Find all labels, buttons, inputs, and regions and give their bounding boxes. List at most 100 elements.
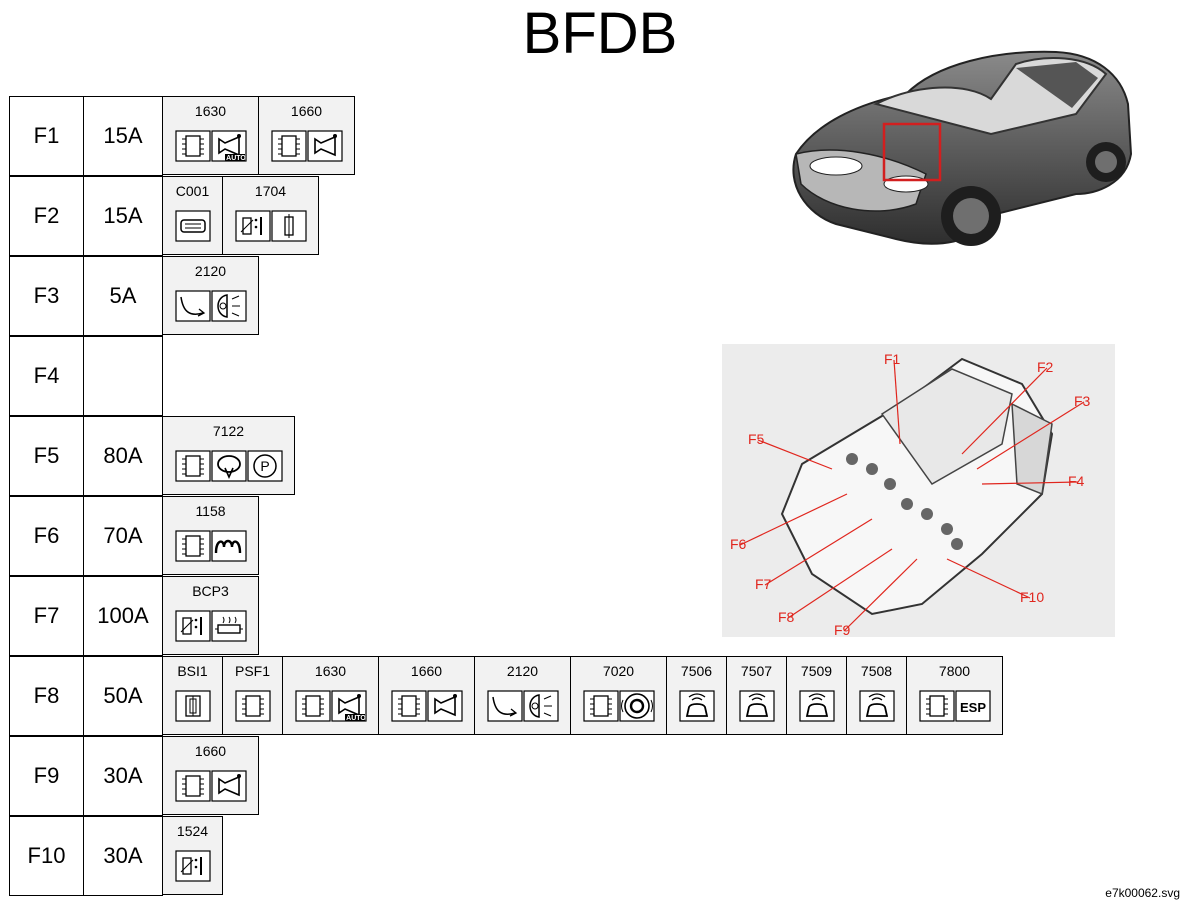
component-icons: AUTO xyxy=(283,687,378,725)
leader-line xyxy=(757,439,833,470)
fuse-rating: 30A xyxy=(83,816,163,896)
fuse-id: F10 xyxy=(9,816,83,896)
ecu-icon xyxy=(390,690,427,722)
detail-label-f2: F2 xyxy=(1037,359,1054,375)
component-code: 1660 xyxy=(290,103,323,119)
leader-line xyxy=(961,367,1048,455)
component-code: 2120 xyxy=(194,263,227,279)
component-icons xyxy=(667,687,726,725)
sensor-fr-icon xyxy=(858,690,895,722)
component-1660: 1660 xyxy=(259,96,355,175)
component-code: PSF1 xyxy=(234,663,270,679)
file-name: e7k00062.svg xyxy=(1105,886,1180,900)
leader-line xyxy=(893,359,901,445)
location-highlight xyxy=(882,122,942,182)
component-icons xyxy=(727,687,786,725)
component-code: 7122 xyxy=(212,423,245,439)
component-c001: C001 xyxy=(163,176,223,255)
leader-line xyxy=(981,481,1079,485)
component-icons xyxy=(163,847,222,885)
component-icons xyxy=(163,527,258,565)
component-icons xyxy=(847,687,906,725)
fuse-id: F5 xyxy=(9,416,83,496)
headlamp-adjust-icon xyxy=(486,690,523,722)
component-icons xyxy=(163,207,222,245)
component-code: BCP3 xyxy=(192,583,229,599)
fuse-id: F9 xyxy=(9,736,83,816)
page-title: BFDB xyxy=(522,1,678,66)
fuse-icon xyxy=(270,210,307,242)
leader-line xyxy=(843,558,918,632)
detail-label-f3: F3 xyxy=(1074,393,1091,409)
horn-icon xyxy=(426,690,463,722)
component-code: 2120 xyxy=(506,663,539,679)
fuse-box-icon xyxy=(174,690,211,722)
component-code: 7508 xyxy=(860,663,893,679)
horn-icon xyxy=(210,770,247,802)
component-icons xyxy=(571,687,666,725)
ecu-icon xyxy=(234,690,271,722)
park-icon: P xyxy=(246,450,283,482)
headlamp-icon xyxy=(522,690,559,722)
component-psf1: PSF1 xyxy=(223,656,283,735)
fuse-rating: 80A xyxy=(83,416,163,496)
fuse-id: F8 xyxy=(9,656,83,736)
component-7506: 7506 xyxy=(667,656,727,735)
fuse-rating: 30A xyxy=(83,736,163,816)
steering-icon xyxy=(210,450,247,482)
leader-line xyxy=(976,401,1085,470)
sensor-fl-icon xyxy=(678,690,715,722)
horn-auto-icon: AUTO xyxy=(330,690,367,722)
diag-socket-icon xyxy=(174,210,211,242)
fuse-id: F6 xyxy=(9,496,83,576)
component-icons xyxy=(259,127,354,165)
ecu-icon xyxy=(174,770,211,802)
ecu-icon xyxy=(582,690,619,722)
sensor-rear-icon xyxy=(798,690,835,722)
fuse-rating: 15A xyxy=(83,96,163,176)
component-2120: 2120 xyxy=(163,256,259,335)
fuse-rating: 50A xyxy=(83,656,163,736)
svg-text:AUTO: AUTO xyxy=(346,715,366,722)
component-icons xyxy=(163,687,222,725)
component-1660: 1660 xyxy=(379,656,475,735)
component-7509: 7509 xyxy=(787,656,847,735)
component-icons xyxy=(223,687,282,725)
component-code: 7507 xyxy=(740,663,773,679)
component-1704: 1704 xyxy=(223,176,319,255)
component-7020: 7020 xyxy=(571,656,667,735)
fuse-rating: 5A xyxy=(83,256,163,336)
component-icons: P xyxy=(163,447,294,485)
component-code: 1630 xyxy=(314,663,347,679)
component-code: 1660 xyxy=(410,663,443,679)
fuse-id: F3 xyxy=(9,256,83,336)
component-icons: ESP xyxy=(907,687,1002,725)
fuse-id: F1 xyxy=(9,96,83,176)
component-icons: AUTO xyxy=(163,127,258,165)
ecu-icon xyxy=(174,450,211,482)
car-illustration xyxy=(792,50,1133,246)
component-icons xyxy=(163,767,258,805)
headlamp-icon xyxy=(210,290,247,322)
component-code: 7506 xyxy=(680,663,713,679)
component-bsi1: BSI1 xyxy=(163,656,223,735)
component-7508: 7508 xyxy=(847,656,907,735)
component-icons xyxy=(787,687,846,725)
ecu-icon xyxy=(918,690,955,722)
svg-text:AUTO: AUTO xyxy=(226,155,246,162)
esp-icon: ESP xyxy=(954,690,991,722)
relay-icon xyxy=(174,610,211,642)
detail-label-f4: F4 xyxy=(1068,473,1085,489)
component-1158: 1158 xyxy=(163,496,259,575)
component-icons xyxy=(163,287,258,325)
leader-line xyxy=(946,558,1031,599)
component-code: 7020 xyxy=(602,663,635,679)
horn-auto-icon: AUTO xyxy=(210,130,247,162)
component-code: 1660 xyxy=(194,743,227,759)
